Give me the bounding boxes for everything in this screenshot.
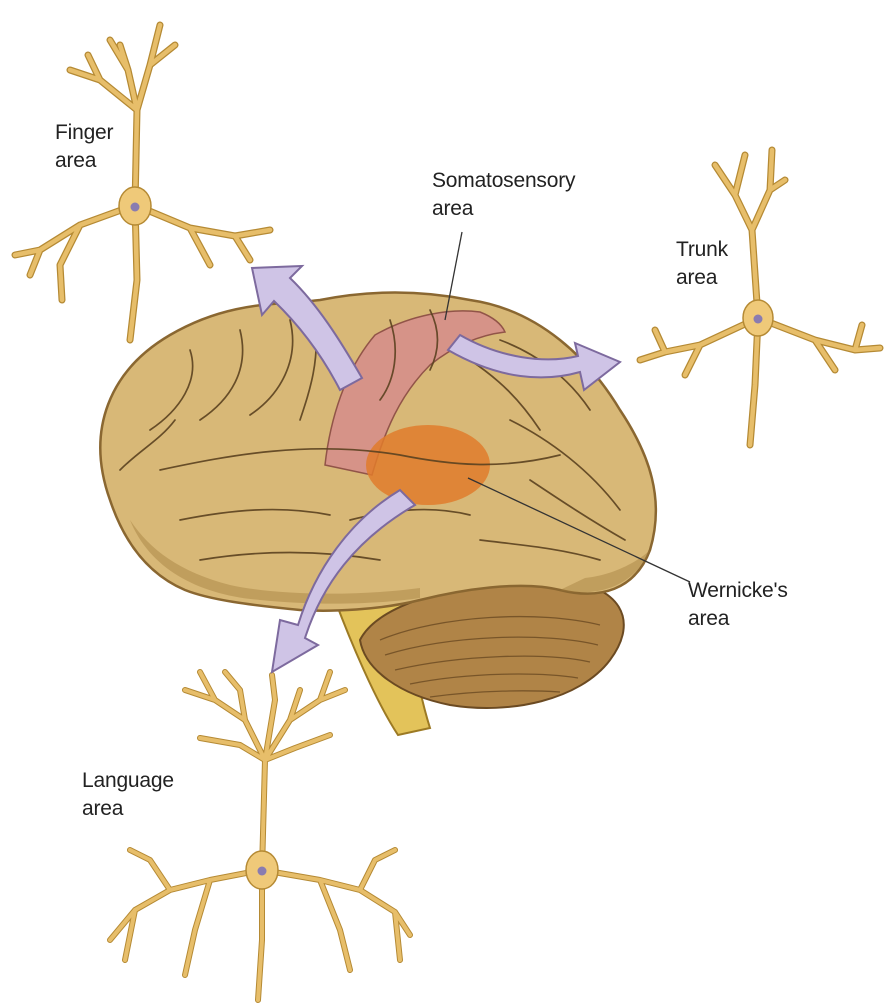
language-neuron-nucleus bbox=[258, 867, 267, 876]
somatosensory-area-label: Somatosensory area bbox=[432, 167, 575, 223]
trunk-area-neuron bbox=[640, 150, 880, 445]
trunk-area-label: Trunk area bbox=[676, 236, 728, 292]
language-area-neuron bbox=[110, 672, 410, 1000]
finger-area-label: Finger area bbox=[55, 119, 113, 175]
finger-area-neuron bbox=[15, 25, 270, 340]
language-area-label: Language area bbox=[82, 767, 174, 823]
wernicke-area-label: Wernicke's area bbox=[688, 577, 788, 633]
finger-neuron-nucleus bbox=[131, 203, 140, 212]
trunk-neuron-nucleus bbox=[754, 315, 763, 324]
